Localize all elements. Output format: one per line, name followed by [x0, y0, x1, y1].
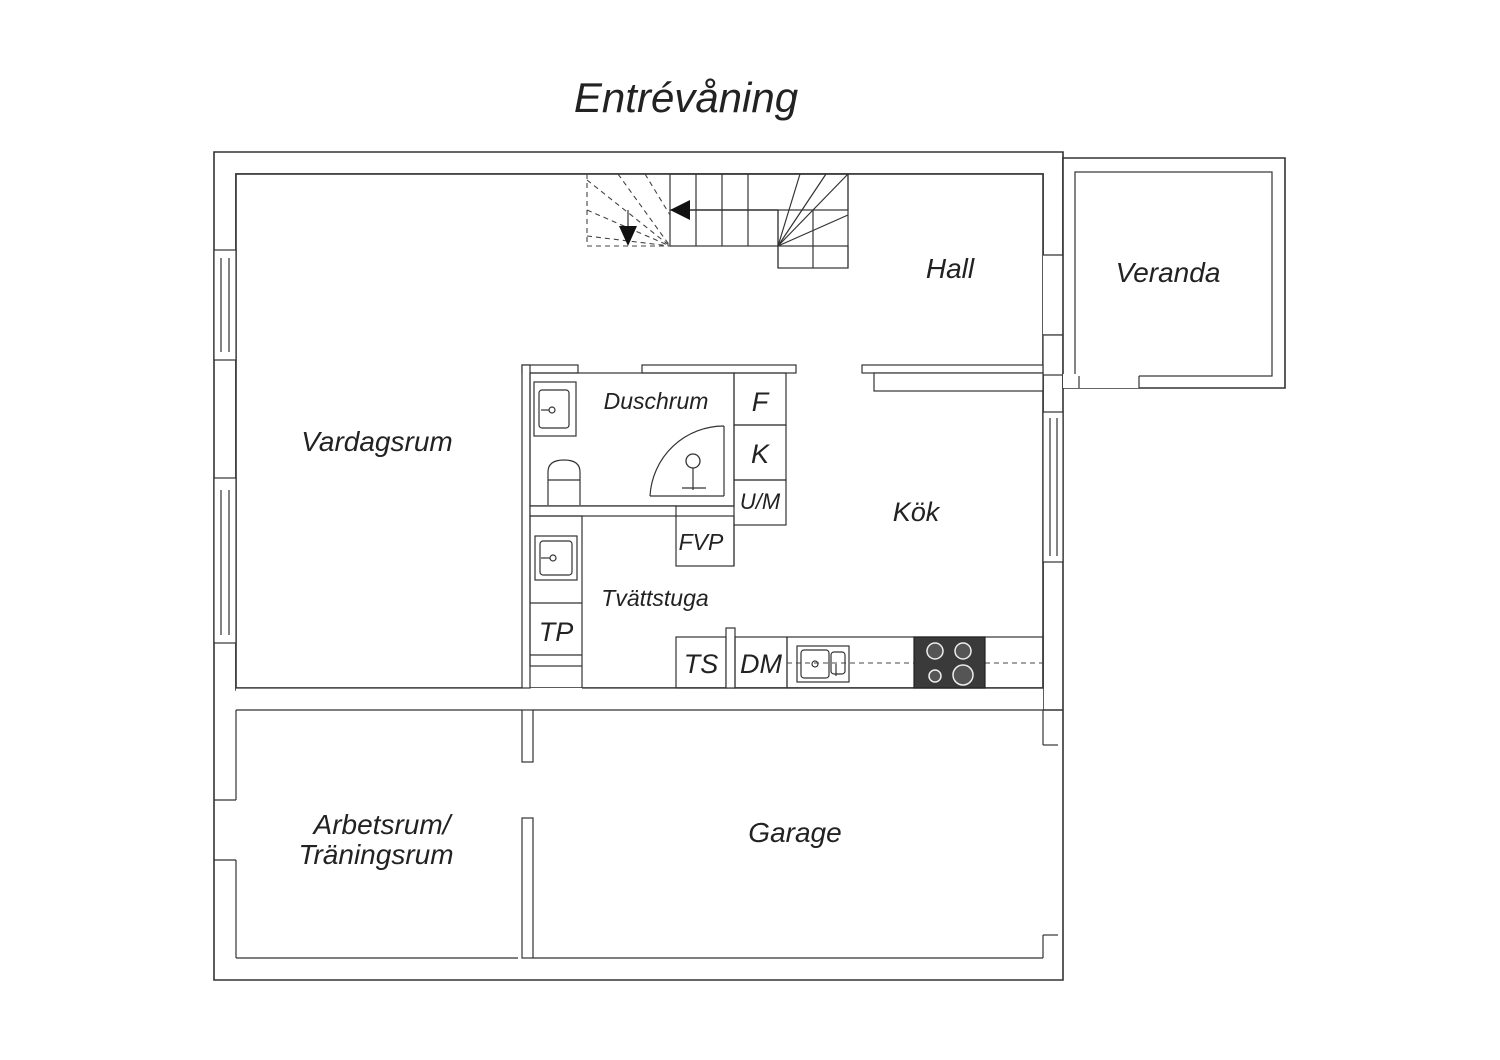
fixture-label-dryer: TP: [539, 617, 574, 647]
fixture-label-fridge: K: [751, 439, 770, 469]
fixture-label-tumbler: TS: [684, 649, 719, 679]
toilet-icon: [547, 459, 581, 505]
room-label-arbetsrum-line2: Träningsrum: [298, 839, 453, 870]
shower-icon: [649, 425, 725, 497]
arrow-down-icon: [619, 226, 637, 246]
veranda-walls: [1062, 157, 1286, 389]
room-label-veranda: Veranda: [1116, 257, 1221, 288]
sink-icon: [533, 381, 577, 437]
window-kitchen: [1042, 411, 1064, 563]
staircase: [586, 173, 849, 269]
fixture-label-oven-micro: U/M: [740, 489, 781, 514]
room-label-tvattstuga: Tvättstuga: [601, 585, 708, 611]
room-label-garage: Garage: [748, 817, 841, 848]
stove-icon: [913, 636, 986, 689]
room-label-duschrum: Duschrum: [604, 388, 709, 414]
fixture-label-freezer: F: [752, 387, 770, 417]
inner-walls: [521, 364, 1044, 689]
fixture-label-heat-pump: FVP: [679, 529, 724, 555]
arrow-left-icon: [670, 200, 690, 220]
room-label-arbetsrum-line1: Arbetsrum/: [312, 809, 454, 840]
laundry-sink-icon: [534, 535, 578, 581]
windows-left: [213, 249, 237, 644]
room-label-vardagsrum: Vardagsrum: [301, 426, 452, 457]
main-building-walls: [213, 151, 1064, 981]
plan-title: Entrévåning: [574, 74, 798, 121]
room-label-kok: Kök: [893, 497, 941, 527]
fixture-label-dishwasher: DM: [740, 649, 782, 679]
bathroom-fixtures: [533, 381, 725, 505]
room-label-hall: Hall: [926, 253, 975, 284]
hall-door: [1042, 254, 1064, 376]
